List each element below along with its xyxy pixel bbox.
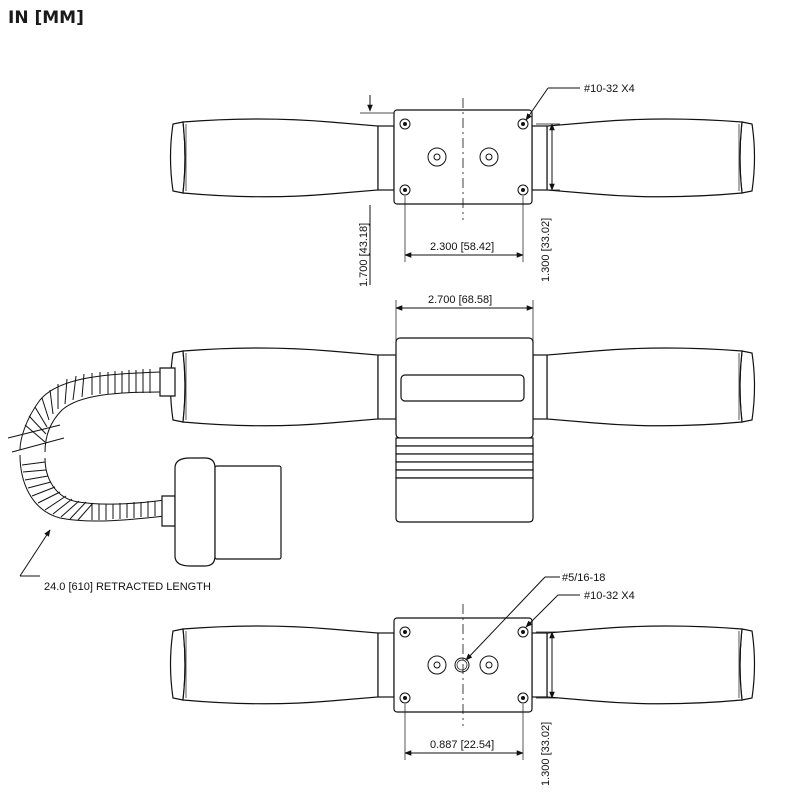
cable-length-callout: 24.0 [610] RETRACTED LENGTH: [44, 581, 211, 593]
side-left-handle: [169, 347, 397, 427]
top-hole-callout: #10-32 X4: [584, 83, 635, 95]
right-handle: [531, 118, 756, 198]
side-right-handle: [532, 347, 756, 427]
side-width-dim: 2.700 [68.58]: [428, 294, 492, 306]
threaded-hole: [454, 657, 470, 673]
units-label: IN [MM]: [8, 8, 84, 28]
center-bosses: [427, 147, 499, 167]
left-handle: [169, 118, 395, 198]
side-view: 2.700 [68.58]: [7, 294, 756, 593]
bottom-right-dim: 1.300 [33.02]: [540, 722, 552, 786]
sensor-housing: [395, 337, 534, 523]
cable-connector: [174, 457, 282, 567]
corner-holes: [399, 118, 529, 196]
bottom-corner-holes: [399, 626, 529, 704]
bottom-hole-callout: #10-32 X4: [584, 590, 635, 602]
bottom-offset-dim: 0.887 [22.54]: [430, 739, 494, 751]
thread-callout: #5/16-18: [562, 572, 605, 584]
top-width-dim: 2.300 [58.42]: [430, 241, 494, 253]
bottom-right-handle: [531, 625, 756, 705]
coiled-cable: [7, 367, 176, 527]
top-right-dim: 1.300 [33.02]: [540, 218, 552, 282]
top-left-dim: 1.700 [43.18]: [358, 223, 370, 287]
bottom-bosses: [427, 655, 499, 675]
bottom-view: #5/16-18 #10-32 X4 0.887 [22.54] 1.300 […: [169, 572, 756, 786]
top-view: #10-32 X4 2.300 [58.42] 1.700 [43.18] 1.…: [169, 83, 756, 287]
bottom-left-handle: [169, 625, 395, 705]
